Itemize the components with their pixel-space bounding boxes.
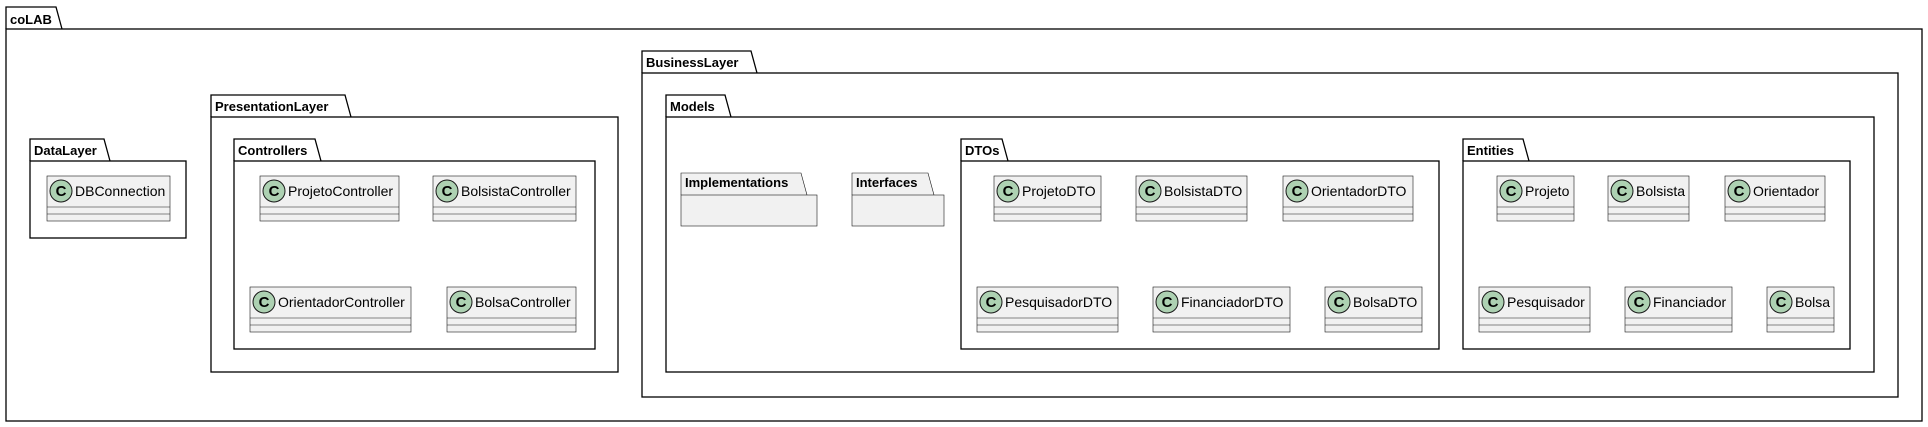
package-dtos-tab (960, 138, 1009, 162)
class-stereotype-letter: C (1776, 294, 1787, 311)
class-orientadorcontroller: C OrientadorController (249, 286, 412, 333)
class-name: Financiador (1653, 294, 1726, 310)
class-stereotype-letter: C (259, 294, 270, 311)
class-name: PesquisadorDTO (1005, 294, 1112, 310)
package-implementations-label: Implementations (685, 175, 788, 190)
class-name: Pesquisador (1507, 294, 1585, 310)
class-stereotype-icon (252, 290, 276, 314)
class-stereotype-letter: C (1003, 183, 1014, 200)
class-stereotype-letter: C (1734, 183, 1745, 200)
package-interfaces-body (851, 194, 945, 227)
class-stereotype-icon (1769, 290, 1793, 314)
package-colab-label: coLAB (10, 12, 52, 27)
class-financiador: C Financiador (1624, 286, 1733, 333)
package-presentation-layer-label: PresentationLayer (215, 99, 328, 114)
class-name: BolsaDTO (1353, 294, 1417, 310)
package-implementations: Implementations (680, 172, 818, 227)
class-name: ProjetoController (288, 183, 393, 199)
class-projetodto: C ProjetoDTO (993, 175, 1102, 222)
package-models-label: Models (670, 99, 715, 114)
class-stereotype-icon (979, 290, 1003, 314)
class-stereotype-icon (1285, 179, 1309, 203)
class-stereotype-letter: C (1162, 294, 1173, 311)
package-implementations-tab (680, 172, 808, 196)
package-dtos-label: DTOs (965, 143, 999, 158)
class-stereotype-letter: C (1506, 183, 1517, 200)
package-controllers-label: Controllers (238, 143, 307, 158)
class-bolsacontroller: C BolsaController (446, 286, 577, 333)
class-stereotype-letter: C (269, 183, 280, 200)
class-stereotype-icon (1138, 179, 1162, 203)
class-bolsa: C Bolsa (1766, 286, 1835, 333)
class-name: OrientadorDTO (1311, 183, 1407, 199)
class-stereotype-letter: C (456, 294, 467, 311)
class-projeto: C Projeto (1496, 175, 1575, 222)
package-data-layer-label: DataLayer (34, 143, 97, 158)
class-pesquisador: C Pesquisador (1478, 286, 1591, 333)
class-stereotype-letter: C (1488, 294, 1499, 311)
class-name: Orientador (1753, 183, 1819, 199)
package-controllers-tab (233, 138, 322, 162)
class-name: BolsistaDTO (1164, 183, 1242, 199)
class-name: Bolsista (1636, 183, 1685, 199)
class-stereotype-letter: C (1145, 183, 1156, 200)
class-stereotype-icon (1155, 290, 1179, 314)
class-stereotype-icon (49, 179, 73, 203)
package-data-layer-tab (29, 138, 111, 162)
class-stereotype-icon (449, 290, 473, 314)
class-name: Bolsa (1795, 294, 1830, 310)
package-interfaces-label: Interfaces (856, 175, 917, 190)
class-dbconnection: C DBConnection (46, 175, 171, 222)
package-entities-tab (1462, 138, 1530, 162)
class-stereotype-icon (1481, 290, 1505, 314)
class-stereotype-icon (1727, 179, 1751, 203)
class-stereotype-icon (1499, 179, 1523, 203)
class-bolsista: C Bolsista (1607, 175, 1690, 222)
class-stereotype-letter: C (56, 183, 67, 200)
class-stereotype-icon (262, 179, 286, 203)
package-business-layer-tab (641, 50, 758, 74)
package-entities-label: Entities (1467, 143, 1514, 158)
class-stereotype-letter: C (986, 294, 997, 311)
class-stereotype-icon (996, 179, 1020, 203)
class-stereotype-icon (1627, 290, 1651, 314)
package-business-layer-label: BusinessLayer (646, 55, 739, 70)
class-financiadordto: C FinanciadorDTO (1152, 286, 1291, 333)
package-implementations-body (680, 194, 818, 227)
package-presentation-layer-tab (210, 94, 352, 118)
class-name: FinanciadorDTO (1181, 294, 1284, 310)
class-bolsistadto: C BolsistaDTO (1135, 175, 1248, 222)
class-bolsistacontroller: C BolsistaController (432, 175, 577, 222)
class-stereotype-icon (1610, 179, 1634, 203)
package-colab-tab (5, 6, 63, 30)
class-name: ProjetoDTO (1022, 183, 1096, 199)
class-projetocontroller: C ProjetoController (259, 175, 400, 222)
class-stereotype-icon (1327, 290, 1351, 314)
package-models-tab (665, 94, 732, 118)
class-name: DBConnection (75, 183, 165, 199)
class-stereotype-icon (435, 179, 459, 203)
class-stereotype-letter: C (1292, 183, 1303, 200)
class-name: BolsaController (475, 294, 571, 310)
class-orientadordto: C OrientadorDTO (1282, 175, 1414, 222)
class-stereotype-letter: C (1617, 183, 1628, 200)
class-bolsadto: C BolsaDTO (1324, 286, 1423, 333)
class-name: BolsistaController (461, 183, 571, 199)
class-pesquisadordto: C PesquisadorDTO (976, 286, 1119, 333)
class-stereotype-letter: C (1334, 294, 1345, 311)
class-name: OrientadorController (278, 294, 405, 310)
class-name: Projeto (1525, 183, 1570, 199)
class-orientador: C Orientador (1724, 175, 1826, 222)
package-interfaces: Interfaces (851, 172, 945, 227)
class-stereotype-letter: C (1634, 294, 1645, 311)
package-interfaces-tab (851, 172, 935, 196)
class-stereotype-letter: C (442, 183, 453, 200)
